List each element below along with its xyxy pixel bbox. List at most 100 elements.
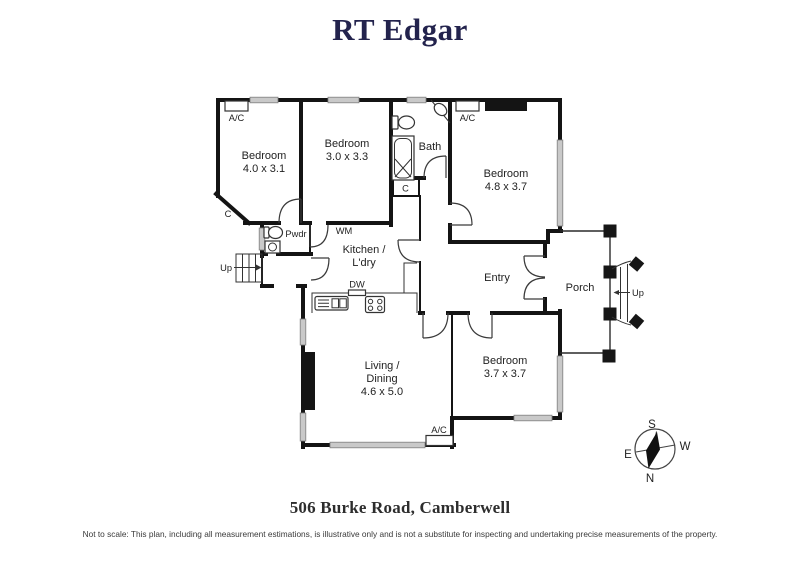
dishwasher-label: DW — [349, 280, 365, 290]
bedroom2-name: Bedroom — [325, 138, 370, 150]
compass-south: S — [648, 419, 656, 431]
bathtub-outline-icon — [391, 135, 415, 181]
compass-north: N — [646, 473, 654, 485]
compass-circle — [634, 428, 676, 470]
porch-column — [602, 349, 616, 363]
step-rail-curve — [611, 316, 632, 326]
bedroom4-name: Bedroom — [483, 355, 528, 367]
bedroom2-dims: 3.0 x 3.3 — [326, 151, 368, 163]
ac-label: A/C — [460, 113, 476, 123]
bedroom1-name: Bedroom — [242, 150, 287, 162]
wall-diagonal-closet — [213, 191, 252, 226]
window-living-left-lower — [299, 412, 307, 442]
side-steps: Up — [220, 253, 263, 283]
kitchen-fixtures: DW WM — [311, 226, 418, 314]
up-arrow-head — [256, 264, 262, 271]
window-living-bottom — [329, 441, 426, 449]
compass-needle — [646, 432, 660, 469]
basin-icon — [433, 102, 448, 117]
door-entry-lower — [523, 277, 546, 300]
door-kitchen — [397, 239, 421, 263]
toilet-tank-icon — [391, 115, 399, 130]
kitchen-name-1: Kitchen / — [343, 244, 387, 256]
door-bedroom3 — [449, 202, 473, 226]
compass-icon: S W E N — [624, 419, 690, 485]
disclaimer: Not to scale: This plan, including all m… — [83, 529, 718, 539]
dishwasher-icon — [347, 289, 367, 297]
window-bed2 — [327, 96, 360, 104]
ac-label: A/C — [431, 425, 447, 435]
ac-unit-icon — [425, 434, 454, 447]
door-bedroom4 — [467, 312, 493, 339]
burner-icon — [367, 298, 374, 305]
window-bed4-bottom — [513, 414, 553, 422]
bedroom3-dims: 4.8 x 3.7 — [485, 181, 527, 193]
compass-east: E — [624, 449, 632, 461]
up-arrow-head — [613, 290, 619, 295]
ac-unit-icon — [455, 100, 480, 112]
window-powder — [258, 227, 266, 251]
living-name-2: Dining — [366, 373, 397, 385]
cooktop-icon — [364, 295, 386, 314]
wall-bed3-bottom — [448, 229, 563, 244]
closet-label: C — [402, 184, 409, 194]
basin-cabinet-icon — [264, 240, 281, 254]
toilet-bowl-icon — [267, 225, 284, 240]
powder-label: Pwdr — [285, 229, 306, 239]
burner-icon — [377, 298, 383, 305]
bedroom4-dims: 3.7 x 3.7 — [484, 368, 526, 380]
kitchen-counter-return — [403, 262, 417, 293]
bedroom3-name: Bedroom — [484, 168, 529, 180]
window-bed3 — [556, 139, 564, 227]
powder-fixtures — [263, 225, 284, 254]
closet-label: C — [225, 209, 232, 219]
washing-machine-label: WM — [336, 226, 353, 236]
entry-label: Entry — [484, 272, 510, 284]
bathtub-inner-icon — [394, 138, 412, 179]
porch-structure: Up — [560, 224, 645, 363]
door-entry-upper — [523, 255, 546, 278]
up-label: Up — [220, 263, 232, 273]
ac-units: A/C A/C A/C — [224, 100, 480, 447]
burner-icon — [367, 305, 374, 311]
windows — [249, 96, 564, 449]
porch-column — [603, 224, 617, 238]
bathtub-cross-icon — [394, 158, 412, 178]
window-living-left-upper — [299, 318, 307, 346]
compass-west: W — [680, 441, 691, 453]
kitchen-name-2: L'dry — [352, 257, 376, 269]
window-bed4-right — [556, 355, 564, 413]
chimney-left — [302, 352, 315, 410]
bedroom1-dims: 4.0 x 3.1 — [243, 163, 285, 175]
step-rail-curve — [611, 260, 632, 270]
door-lobby-kitchen — [310, 257, 330, 281]
wall-closet-bath — [390, 177, 421, 197]
window-bath — [406, 96, 427, 104]
up-label: Up — [632, 288, 644, 298]
porch-post — [628, 313, 645, 330]
ac-label: A/C — [229, 113, 245, 123]
window-bed1 — [249, 96, 279, 104]
door-bedroom1 — [278, 198, 302, 224]
basin-icon — [268, 242, 277, 252]
door-living — [422, 312, 449, 339]
chimney-top — [485, 98, 527, 111]
brand-logo: RT Edgar — [332, 12, 468, 47]
bathroom-fixtures — [391, 99, 451, 181]
living-dims: 4.6 x 5.0 — [361, 386, 403, 398]
property-address: 506 Burke Road, Camberwell — [290, 498, 511, 517]
toilet-bowl-icon — [397, 115, 416, 130]
sink-bowl-icon — [331, 298, 339, 309]
door-bedroom2 — [309, 224, 329, 248]
burner-icon — [377, 305, 383, 311]
door-bath — [423, 155, 447, 179]
porch-label: Porch — [566, 282, 595, 294]
sink-bowl-icon — [339, 298, 347, 309]
living-name-1: Living / — [365, 360, 401, 372]
room-labels: Bedroom 4.0 x 3.1 Bedroom 3.0 x 3.3 Bedr… — [225, 138, 595, 398]
sink-drainer-icon — [318, 299, 329, 308]
porch-post — [628, 256, 645, 272]
bath-label: Bath — [419, 141, 442, 153]
